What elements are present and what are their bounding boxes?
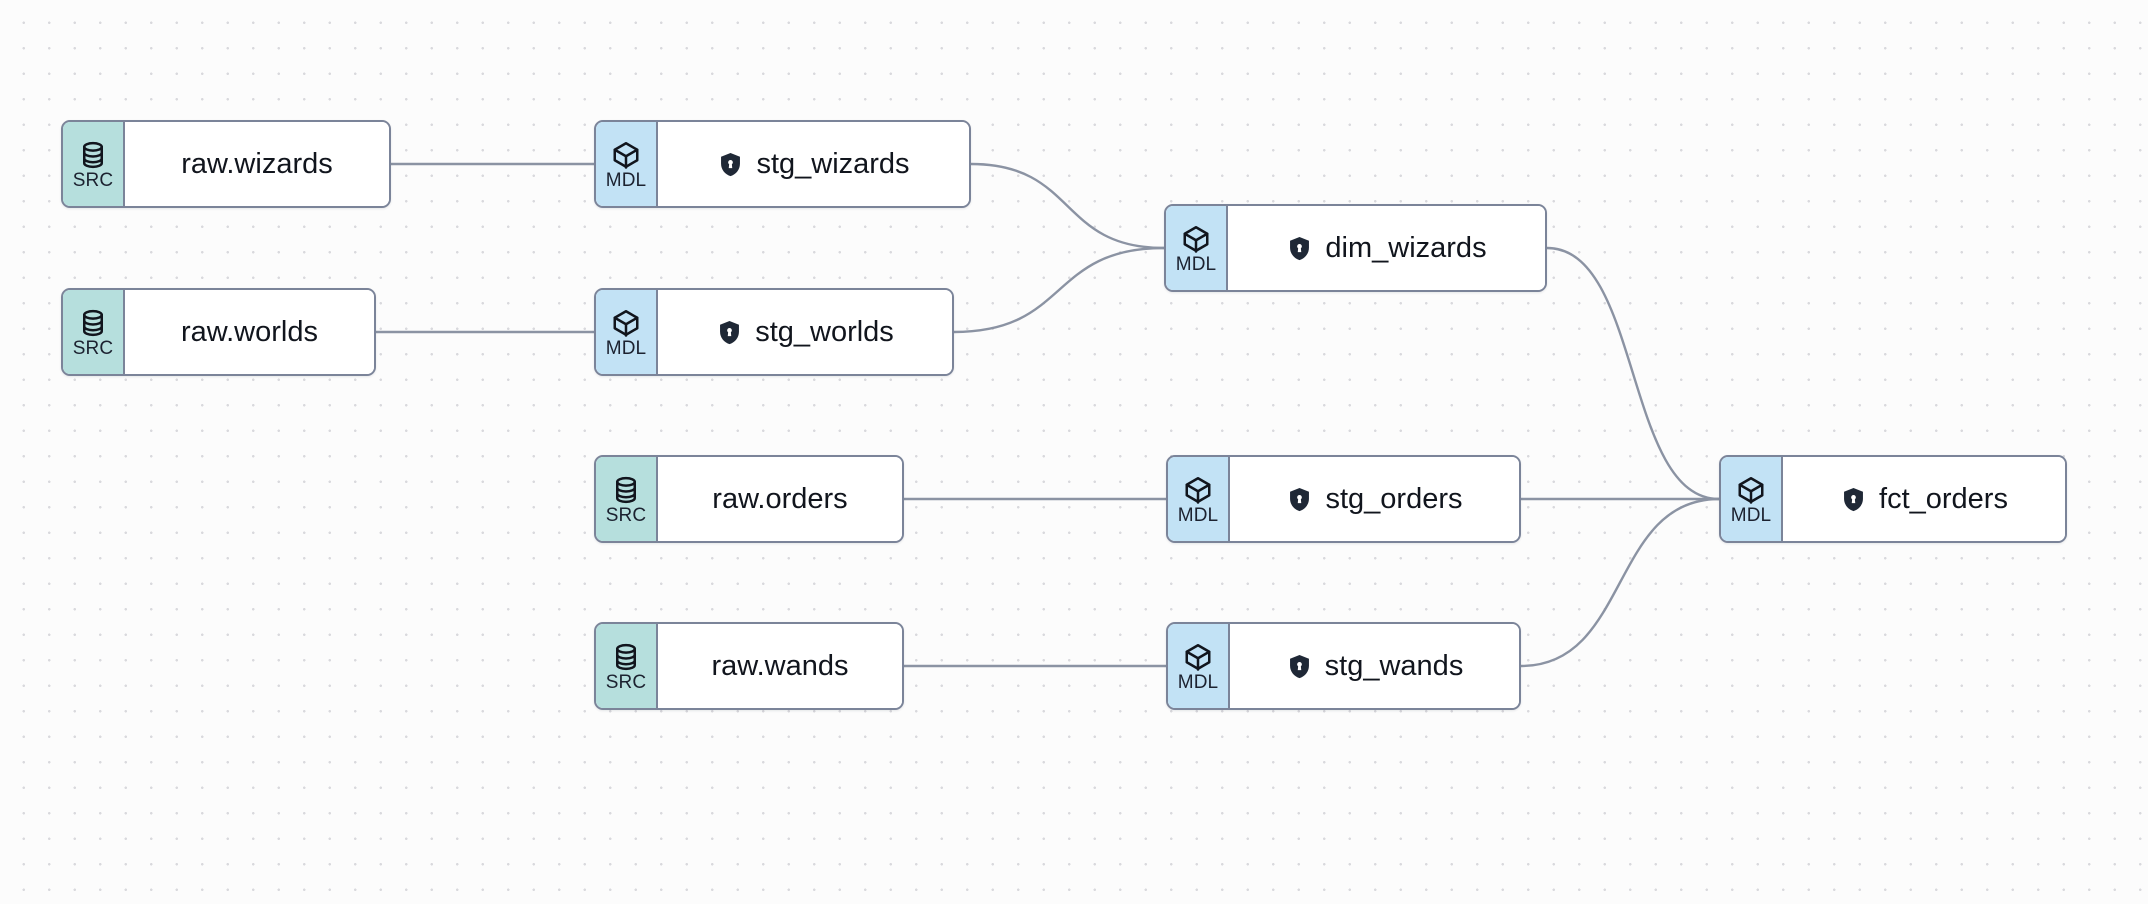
node-stg_wands[interactable]: MDL stg_wands bbox=[1166, 622, 1521, 710]
node-type-label: MDL bbox=[605, 169, 647, 191]
shield-lock-icon bbox=[1286, 486, 1313, 513]
node-label: raw.orders bbox=[712, 483, 848, 515]
node-body: stg_orders bbox=[1230, 457, 1519, 541]
node-type-label: MDL bbox=[1177, 504, 1219, 526]
cube-icon bbox=[611, 308, 641, 338]
node-raw_wands[interactable]: SRC raw.wands bbox=[594, 622, 904, 710]
node-type-label: SRC bbox=[72, 337, 114, 359]
node-type-badge: MDL bbox=[1721, 457, 1783, 541]
node-body: stg_worlds bbox=[658, 290, 952, 374]
shield-lock-icon bbox=[717, 151, 744, 178]
database-icon bbox=[611, 642, 641, 672]
node-body: fct_orders bbox=[1783, 457, 2065, 541]
node-type-label: SRC bbox=[72, 169, 114, 191]
node-raw_worlds[interactable]: SRC raw.worlds bbox=[61, 288, 376, 376]
node-body: dim_wizards bbox=[1228, 206, 1545, 290]
node-dim_wizards[interactable]: MDL dim_wizards bbox=[1164, 204, 1547, 292]
edge-stg_wands-to-fct_orders bbox=[1519, 497, 1721, 668]
shield-lock-icon bbox=[1286, 653, 1313, 680]
node-type-label: MDL bbox=[1177, 671, 1219, 693]
node-stg_worlds[interactable]: MDL stg_worlds bbox=[594, 288, 954, 376]
database-icon bbox=[78, 308, 108, 338]
node-body: raw.worlds bbox=[125, 290, 374, 374]
node-label: raw.wands bbox=[711, 650, 849, 682]
node-label: stg_wizards bbox=[756, 148, 910, 180]
cube-icon bbox=[1183, 475, 1213, 505]
node-type-badge: MDL bbox=[1168, 457, 1230, 541]
shield-lock-icon bbox=[716, 319, 743, 346]
node-type-label: SRC bbox=[605, 671, 647, 693]
node-type-badge: MDL bbox=[596, 290, 658, 374]
node-type-badge: MDL bbox=[1168, 624, 1230, 708]
node-body: raw.wands bbox=[658, 624, 902, 708]
edge-stg_wizards-to-dim_wizards bbox=[969, 162, 1166, 250]
node-body: raw.orders bbox=[658, 457, 902, 541]
node-type-badge: MDL bbox=[596, 122, 658, 206]
node-type-label: MDL bbox=[605, 337, 647, 359]
node-label: stg_orders bbox=[1325, 483, 1463, 515]
node-type-badge: SRC bbox=[596, 624, 658, 708]
node-label: raw.worlds bbox=[181, 316, 318, 348]
edge-stg_worlds-to-dim_wizards bbox=[952, 246, 1166, 334]
node-raw_wizards[interactable]: SRC raw.wizards bbox=[61, 120, 391, 208]
node-body: raw.wizards bbox=[125, 122, 389, 206]
node-stg_wizards[interactable]: MDL stg_wizards bbox=[594, 120, 971, 208]
node-raw_orders[interactable]: SRC raw.orders bbox=[594, 455, 904, 543]
node-body: stg_wizards bbox=[658, 122, 969, 206]
shield-lock-icon bbox=[1840, 486, 1867, 513]
cube-icon bbox=[1736, 475, 1766, 505]
node-label: dim_wizards bbox=[1325, 232, 1487, 264]
node-label: raw.wizards bbox=[181, 148, 333, 180]
node-type-badge: SRC bbox=[63, 122, 125, 206]
node-type-label: SRC bbox=[605, 504, 647, 526]
cube-icon bbox=[1181, 224, 1211, 254]
node-body: stg_wands bbox=[1230, 624, 1519, 708]
node-label: stg_worlds bbox=[755, 316, 894, 348]
node-type-badge: MDL bbox=[1166, 206, 1228, 290]
node-type-label: MDL bbox=[1730, 504, 1772, 526]
cube-icon bbox=[1183, 642, 1213, 672]
database-icon bbox=[78, 140, 108, 170]
cube-icon bbox=[611, 140, 641, 170]
database-icon bbox=[611, 475, 641, 505]
node-fct_orders[interactable]: MDL fct_orders bbox=[1719, 455, 2067, 543]
node-type-badge: SRC bbox=[596, 457, 658, 541]
node-label: stg_wands bbox=[1324, 650, 1464, 682]
node-stg_orders[interactable]: MDL stg_orders bbox=[1166, 455, 1521, 543]
node-label: fct_orders bbox=[1879, 483, 2008, 515]
node-type-badge: SRC bbox=[63, 290, 125, 374]
edge-dim_wizards-to-fct_orders bbox=[1545, 246, 1721, 501]
node-type-label: MDL bbox=[1175, 253, 1217, 275]
shield-lock-icon bbox=[1286, 235, 1313, 262]
